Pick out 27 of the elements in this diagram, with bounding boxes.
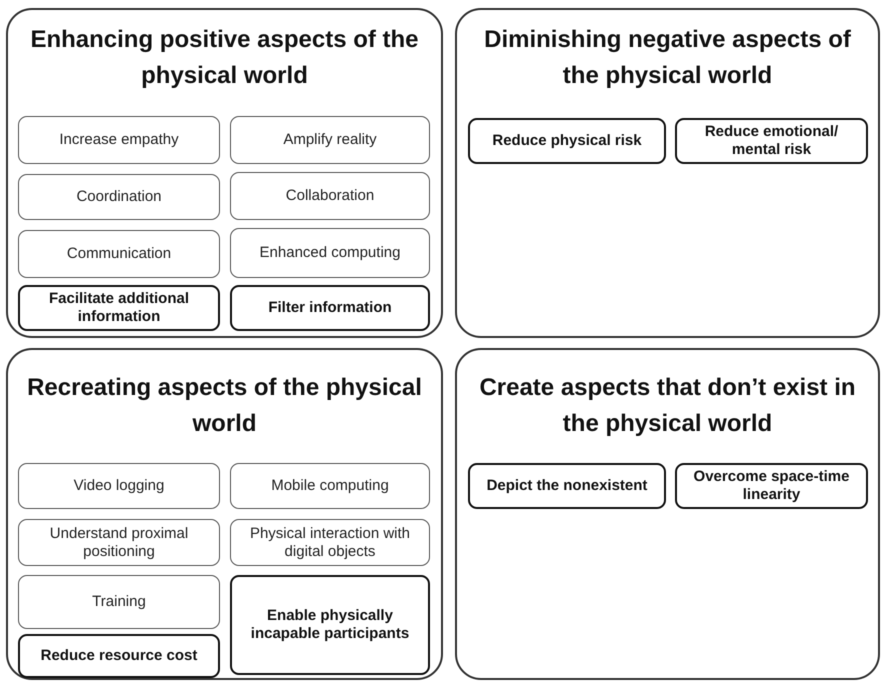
highlighted-item-box: Reduce physical risk <box>468 118 666 164</box>
item-box: Increase empathy <box>18 116 220 164</box>
item-box: Amplify reality <box>230 116 430 164</box>
item-box: Understand proximal positioning <box>18 519 220 566</box>
highlighted-item-box: Facilitate additional information <box>18 285 220 331</box>
item-box: Video logging <box>18 463 220 509</box>
highlighted-item-box: Filter information <box>230 285 430 331</box>
panel-title: Enhancing positive aspects of the physical world <box>29 25 420 91</box>
highlighted-item-box: Overcome space-time linearity <box>675 463 868 509</box>
highlighted-item-box: Enable physically incapable participants <box>230 575 430 675</box>
category-panel <box>455 348 880 680</box>
item-box: Collaboration <box>230 172 430 220</box>
item-box: Coordination <box>18 174 220 220</box>
panel-title: Recreating aspects of the physical world <box>26 373 423 439</box>
item-box: Training <box>18 575 220 629</box>
highlighted-item-box: Reduce emotional/ mental risk <box>675 118 868 164</box>
item-box: Mobile computing <box>230 463 430 509</box>
item-box: Enhanced computing <box>230 228 430 278</box>
category-panel <box>6 8 443 338</box>
highlighted-item-box: Depict the nonexistent <box>468 463 666 509</box>
highlighted-item-box: Reduce resource cost <box>18 634 220 678</box>
category-panel <box>455 8 880 338</box>
item-box: Physical interaction with digital objects <box>230 519 430 566</box>
panel-title: Create aspects that don’t exist in the physical world <box>478 373 857 439</box>
category-panel <box>6 348 443 680</box>
panel-title: Diminishing negative aspects of the physical world <box>483 25 852 91</box>
item-box: Communication <box>18 230 220 278</box>
